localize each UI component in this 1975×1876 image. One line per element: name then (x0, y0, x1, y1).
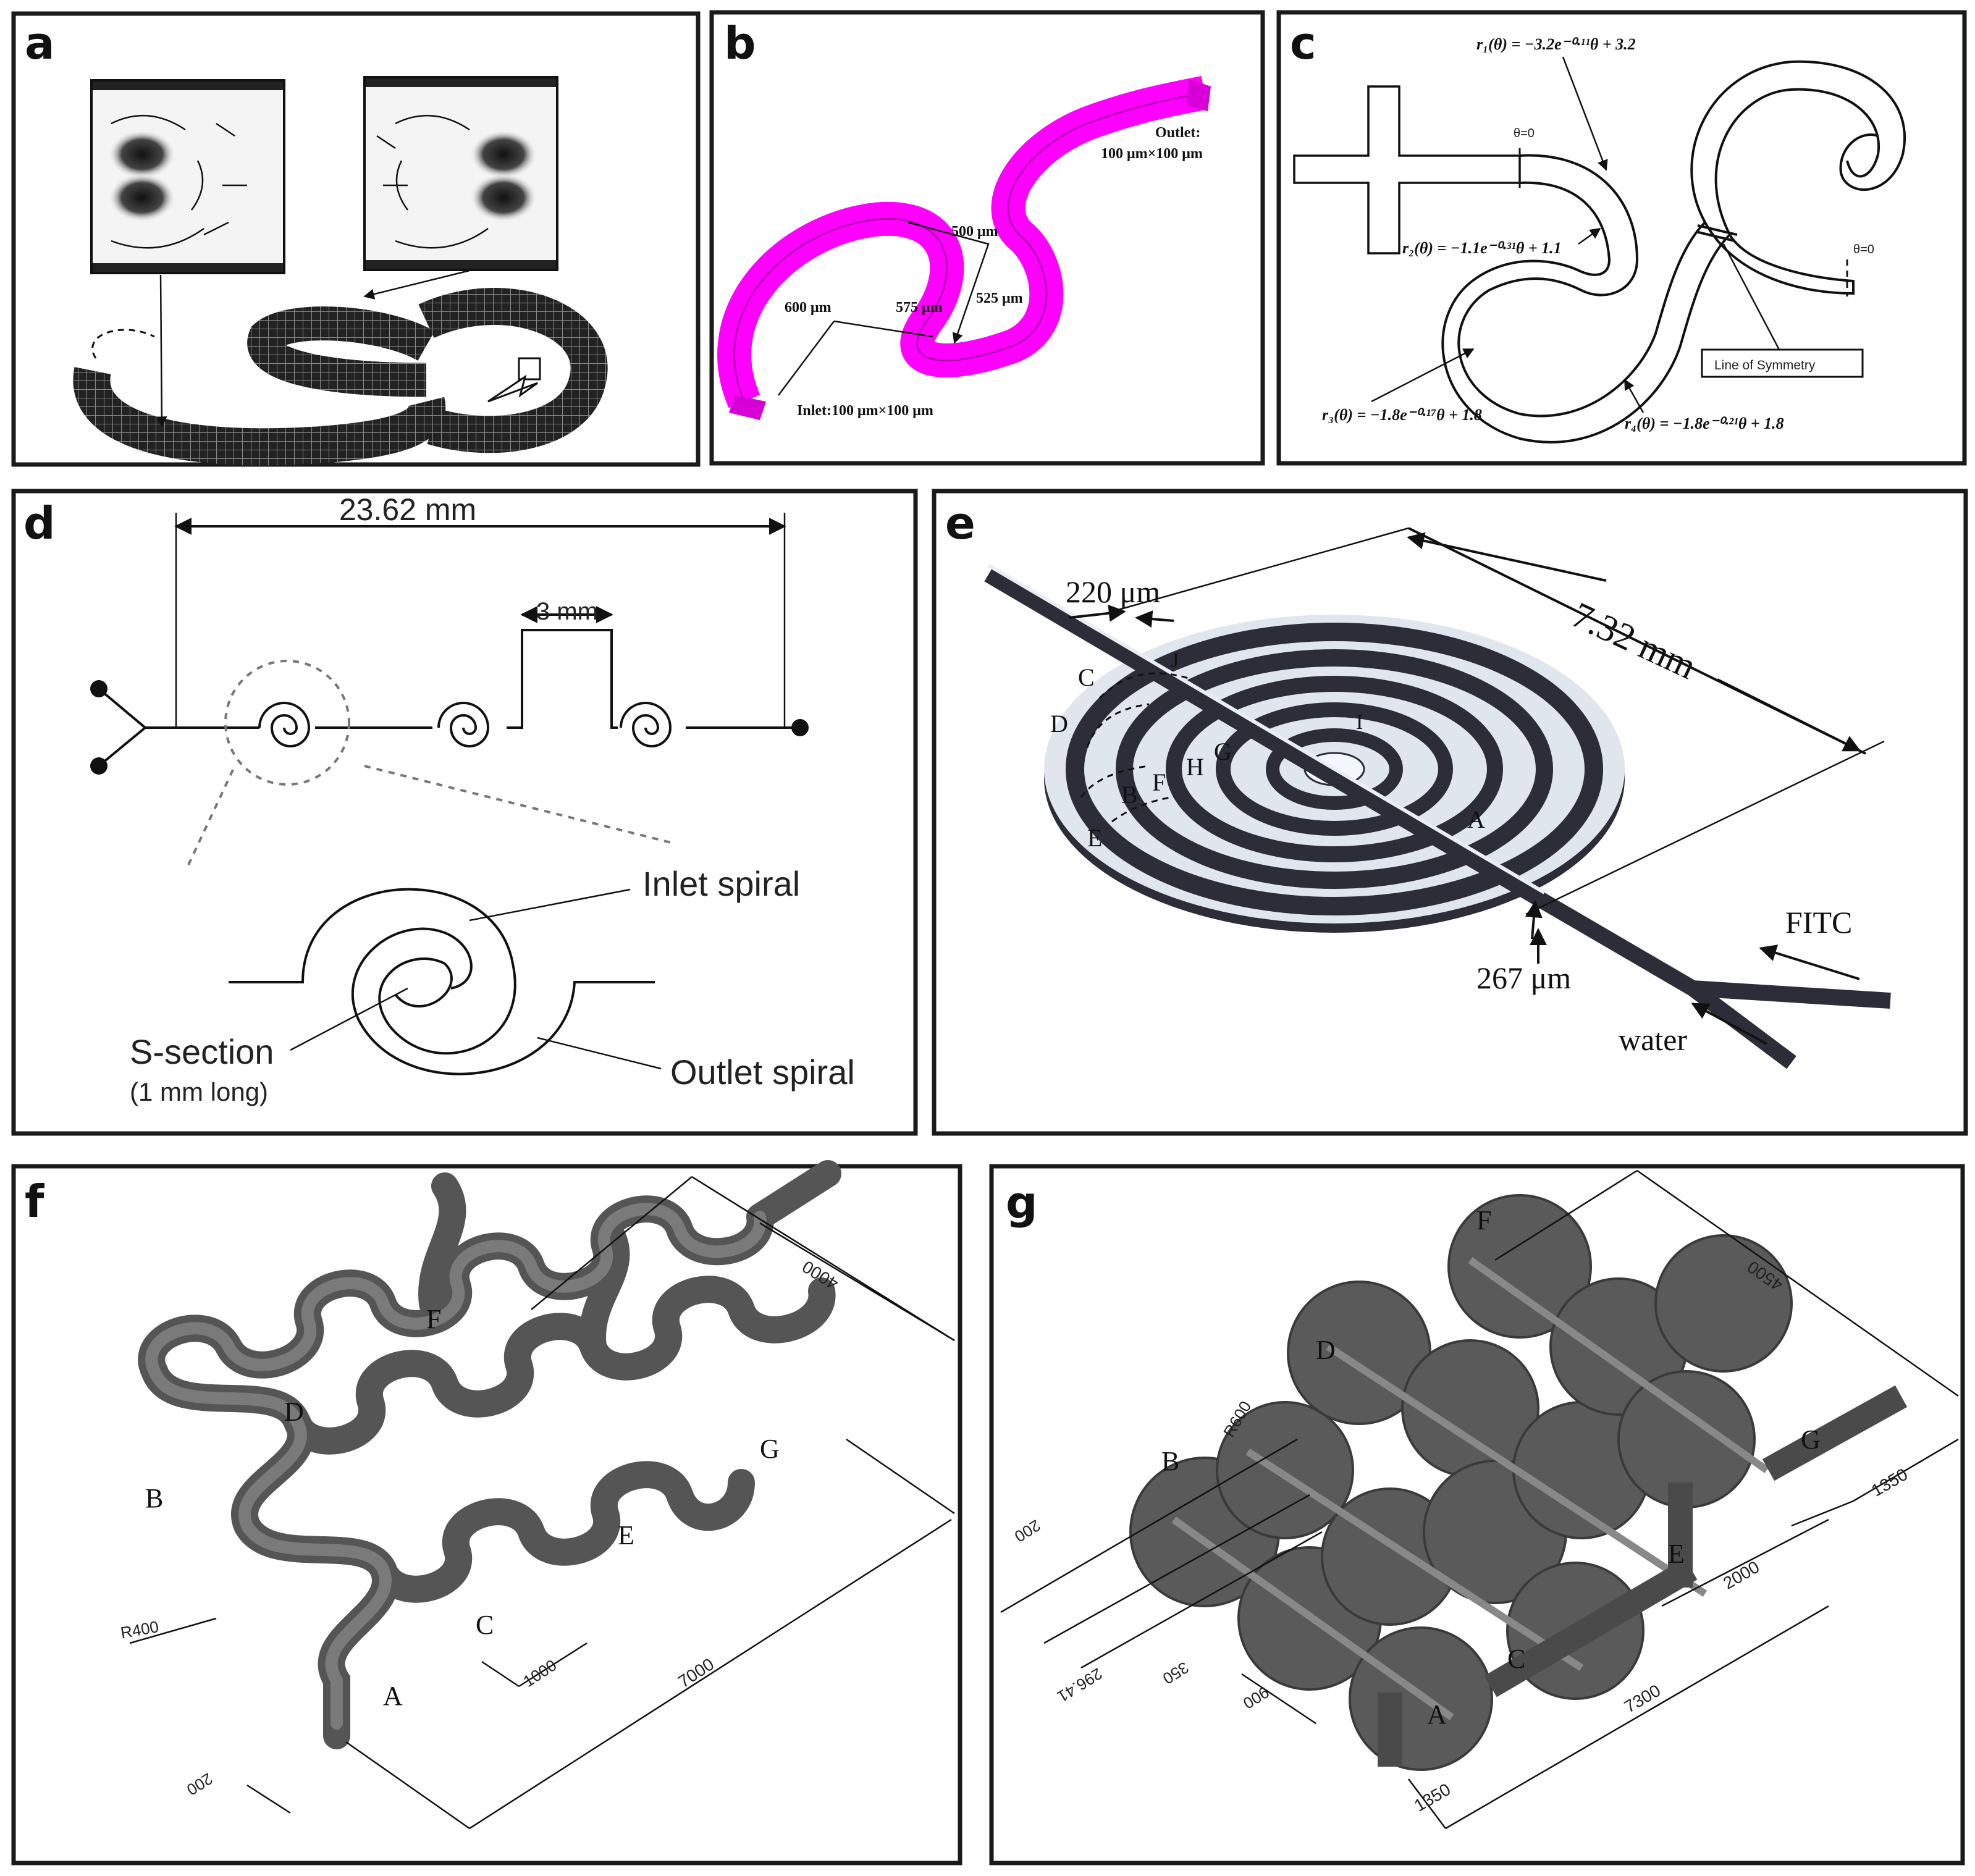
spiral-channel-outline (1293, 60, 1906, 444)
symmetry-label-box (1701, 348, 1864, 378)
spiral-pitch: 3 mm (536, 598, 598, 625)
panel-d-frame (11, 489, 918, 1136)
dim-525um: 525 μm (976, 290, 1023, 306)
panel-d: d 23.62 mm (11, 489, 918, 1136)
point-e: E (1087, 824, 1102, 852)
s-section-length: (1 mm long) (130, 1077, 268, 1106)
panel-a-label: a (25, 17, 55, 69)
point-a: A (1467, 806, 1485, 833)
panel-a: a (11, 11, 701, 467)
f-point-f: F (426, 1304, 441, 1334)
panel-g: g (989, 1164, 1965, 1865)
fitc-inlet-label: FITC (1785, 905, 1852, 940)
f-point-d: D (284, 1397, 304, 1427)
panel-g-label: g (1006, 1177, 1038, 1229)
panel-c: c r₁(θ) = −3.2e⁻⁰·¹¹θ + 3.2 r₂(θ) = −1.1… (1276, 10, 1967, 466)
g-point-e: E (1668, 1539, 1685, 1569)
point-c: C (1078, 663, 1095, 691)
water-inlet-label: water (1619, 1022, 1687, 1057)
total-length: 23.62 mm (339, 492, 476, 527)
s-channel-mesh (73, 269, 608, 466)
g-point-d: D (1316, 1335, 1336, 1365)
f-point-c: C (476, 1610, 494, 1640)
dim-600um: 600 μm (785, 300, 832, 316)
concentric-mixer-3d (984, 563, 1891, 1069)
inlet-label: Inlet:100 μm×100 μm (797, 403, 933, 419)
spiral-mixer-schematic (90, 513, 809, 1075)
cross-section-right (363, 76, 558, 271)
panel-d-label: d (23, 497, 56, 549)
theta-zero-left: θ=0 (1514, 127, 1535, 140)
g-point-g: G (1801, 1424, 1821, 1455)
panel-c-label: c (1290, 17, 1316, 69)
f-point-e: E (618, 1520, 634, 1550)
point-d: D (1050, 710, 1068, 738)
g-point-f: F (1476, 1205, 1491, 1235)
g-point-c: C (1507, 1644, 1525, 1674)
equation-r1: r₁(θ) = −3.2e⁻⁰·¹¹θ + 3.2 (1476, 35, 1636, 53)
magenta-s-channel (717, 76, 1211, 420)
outlet-label: Outlet: (1155, 125, 1200, 141)
f-point-a: A (383, 1681, 403, 1711)
point-f: F (1152, 768, 1166, 796)
theta-zero-right: θ=0 (1853, 243, 1874, 256)
equation-r2: r₂(θ) = −1.1e⁻⁰·³¹θ + 1.1 (1402, 239, 1562, 257)
dim-500um: 500 μm (951, 224, 998, 240)
panel-b: b Outlet: 100 μm×100 μm Inlet:100 μm×100… (709, 10, 1265, 466)
inlet-spiral-label: Inlet spiral (642, 864, 800, 903)
equation-r3: r₃(θ) = −1.8e⁻⁰·¹⁷θ + 1.8 (1322, 406, 1482, 424)
panel-e-label: e (945, 497, 975, 549)
width-267um: 267 μm (1476, 961, 1571, 995)
width-220um: 220 μm (1066, 574, 1160, 609)
circular-cell-array-3d (1129, 1194, 1908, 1771)
outlet-spiral-label: Outlet spiral (670, 1053, 855, 1092)
point-j: J (1171, 649, 1179, 672)
f-point-g: G (760, 1434, 780, 1464)
g-point-a: A (1427, 1699, 1447, 1730)
dim-575um: 575 μm (896, 300, 943, 316)
outlet-dimensions: 100 μm×100 μm (1101, 146, 1203, 162)
panel-f: f A B C D E F G (11, 1160, 962, 1865)
cross-section-left (90, 79, 285, 274)
panel-b-label: b (724, 17, 756, 69)
s-section-label: S-section (130, 1032, 274, 1071)
point-g: G (1214, 738, 1232, 765)
g-point-b: B (1161, 1446, 1179, 1476)
point-i: I (1356, 711, 1363, 734)
equation-r4: r₄(θ) = −1.8e⁻⁰·²¹θ + 1.8 (1625, 414, 1784, 432)
symmetry-label: Line of Symmetry (1714, 358, 1816, 372)
point-h: H (1186, 753, 1204, 781)
panel-e: e 220 μm 7.32 mm 267 μm FITC water (932, 489, 1968, 1136)
panel-f-label: f (25, 1176, 44, 1227)
f-point-b: B (145, 1483, 163, 1513)
point-b: B (1121, 781, 1138, 809)
